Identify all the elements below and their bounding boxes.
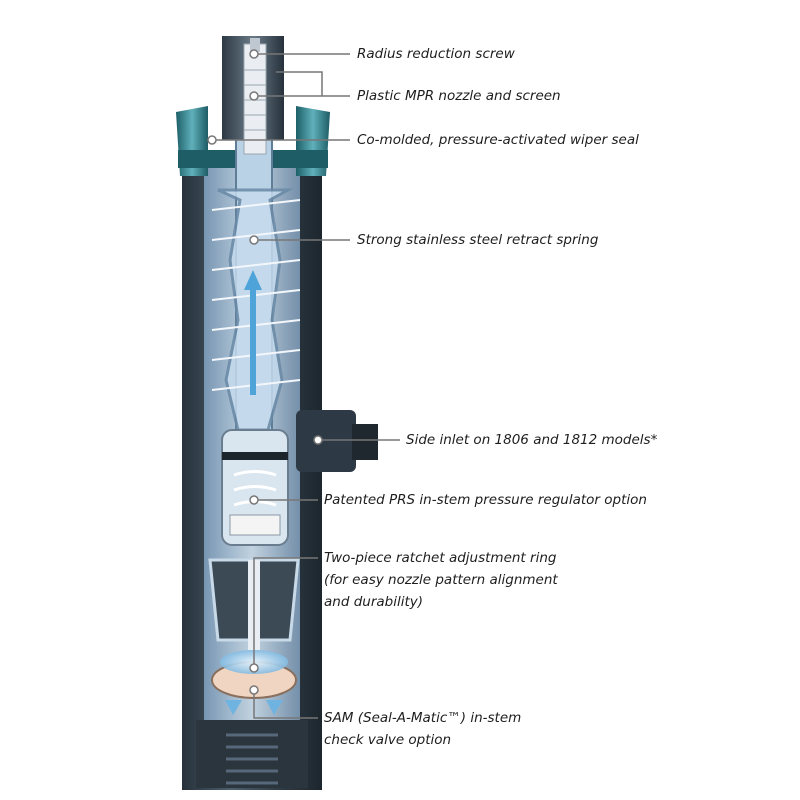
label-radius-reduction-screw: Radius reduction screw <box>357 46 515 62</box>
label-sam-valve-line1: SAM (Seal-A-Matic™) in-stem <box>324 710 522 726</box>
leader-dot-retract-spring <box>249 235 259 245</box>
label-sam-valve-line2: check valve option <box>324 732 452 748</box>
base-threads <box>226 733 278 785</box>
leader-dot-sam-valve <box>249 685 259 695</box>
label-prs-regulator: Patented PRS in-stem pressure regulator … <box>324 492 647 508</box>
label-ratchet-ring-line3: and durability) <box>324 594 424 610</box>
label-side-inlet: Side inlet on 1806 and 1812 models* <box>406 432 658 448</box>
prs-regulator-graphic <box>221 429 289 546</box>
leader-sam-valve <box>253 694 318 719</box>
leader-dot-radius-screw <box>249 49 259 59</box>
water-flow-arrow <box>244 270 262 395</box>
callout-leaders <box>207 49 400 719</box>
label-wiper-seal: Co-molded, pressure-activated wiper seal <box>357 132 639 148</box>
leader-dot-prs-regulator <box>249 495 259 505</box>
threaded-base <box>196 720 308 788</box>
leader-mpr-nozzle <box>258 71 350 97</box>
leader-ratchet-ring <box>253 557 318 664</box>
label-mpr-nozzle-screen: Plastic MPR nozzle and screen <box>357 88 561 104</box>
leader-dot-wiper-seal <box>207 135 217 145</box>
leader-dot-side-inlet <box>313 435 323 445</box>
leader-dot-mpr-nozzle <box>249 91 259 101</box>
label-retract-spring: Strong stainless steel retract spring <box>357 232 599 248</box>
label-ratchet-ring-line2: (for easy nozzle pattern alignment <box>324 572 558 588</box>
side-inlet-port <box>296 410 378 472</box>
label-ratchet-ring-line1: Two-piece ratchet adjustment ring <box>324 550 557 566</box>
leader-dot-ratchet-ring <box>249 663 259 673</box>
